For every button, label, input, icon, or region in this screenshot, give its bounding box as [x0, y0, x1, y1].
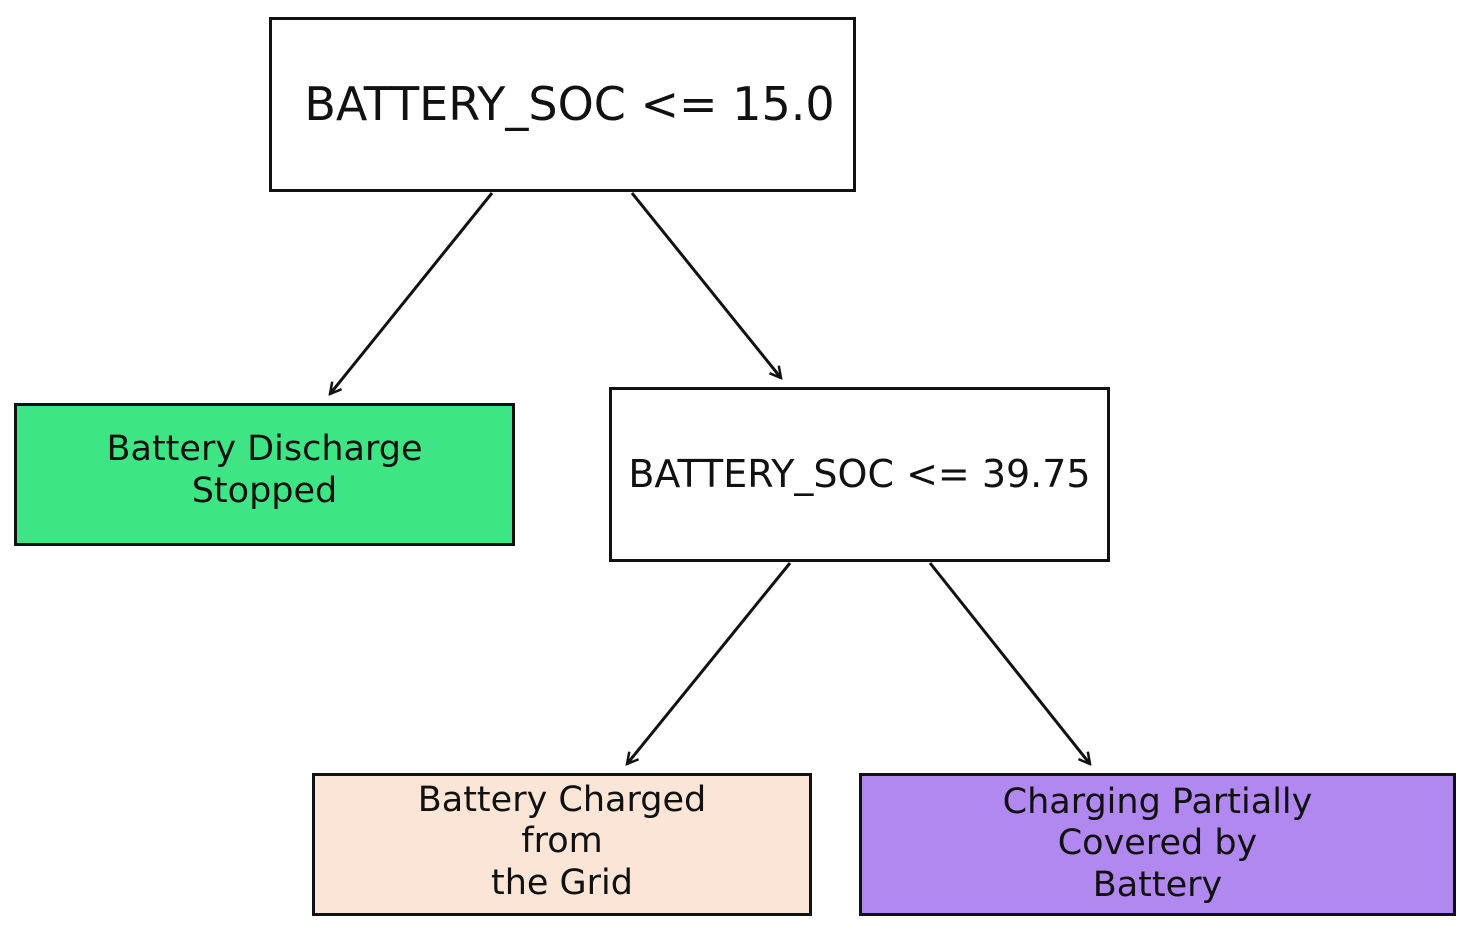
- leaf-charging-partially-label: Charging Partially Covered by Battery: [1002, 782, 1313, 905]
- leaf-charging-partially: Charging Partially Covered by Battery: [859, 773, 1456, 916]
- edge-mid-to-partial: [928, 562, 1090, 764]
- leaf-charged-from-grid: Battery Charged from the Grid: [312, 773, 812, 916]
- second-decision-label: BATTERY_SOC <= 39.75: [628, 452, 1091, 497]
- edge-root-to-mid: [630, 192, 781, 378]
- leaf-discharge-stopped-label: Battery Discharge Stopped: [106, 429, 423, 511]
- root-decision-label: BATTERY_SOC <= 15.0: [304, 77, 835, 132]
- edge-mid-to-grid: [627, 562, 792, 764]
- root-decision-node: BATTERY_SOC <= 15.0: [269, 17, 856, 192]
- leaf-charged-from-grid-label: Battery Charged from the Grid: [417, 780, 707, 903]
- edge-root-to-left: [330, 192, 494, 394]
- leaf-discharge-stopped: Battery Discharge Stopped: [14, 403, 515, 546]
- second-decision-node: BATTERY_SOC <= 39.75: [609, 387, 1110, 562]
